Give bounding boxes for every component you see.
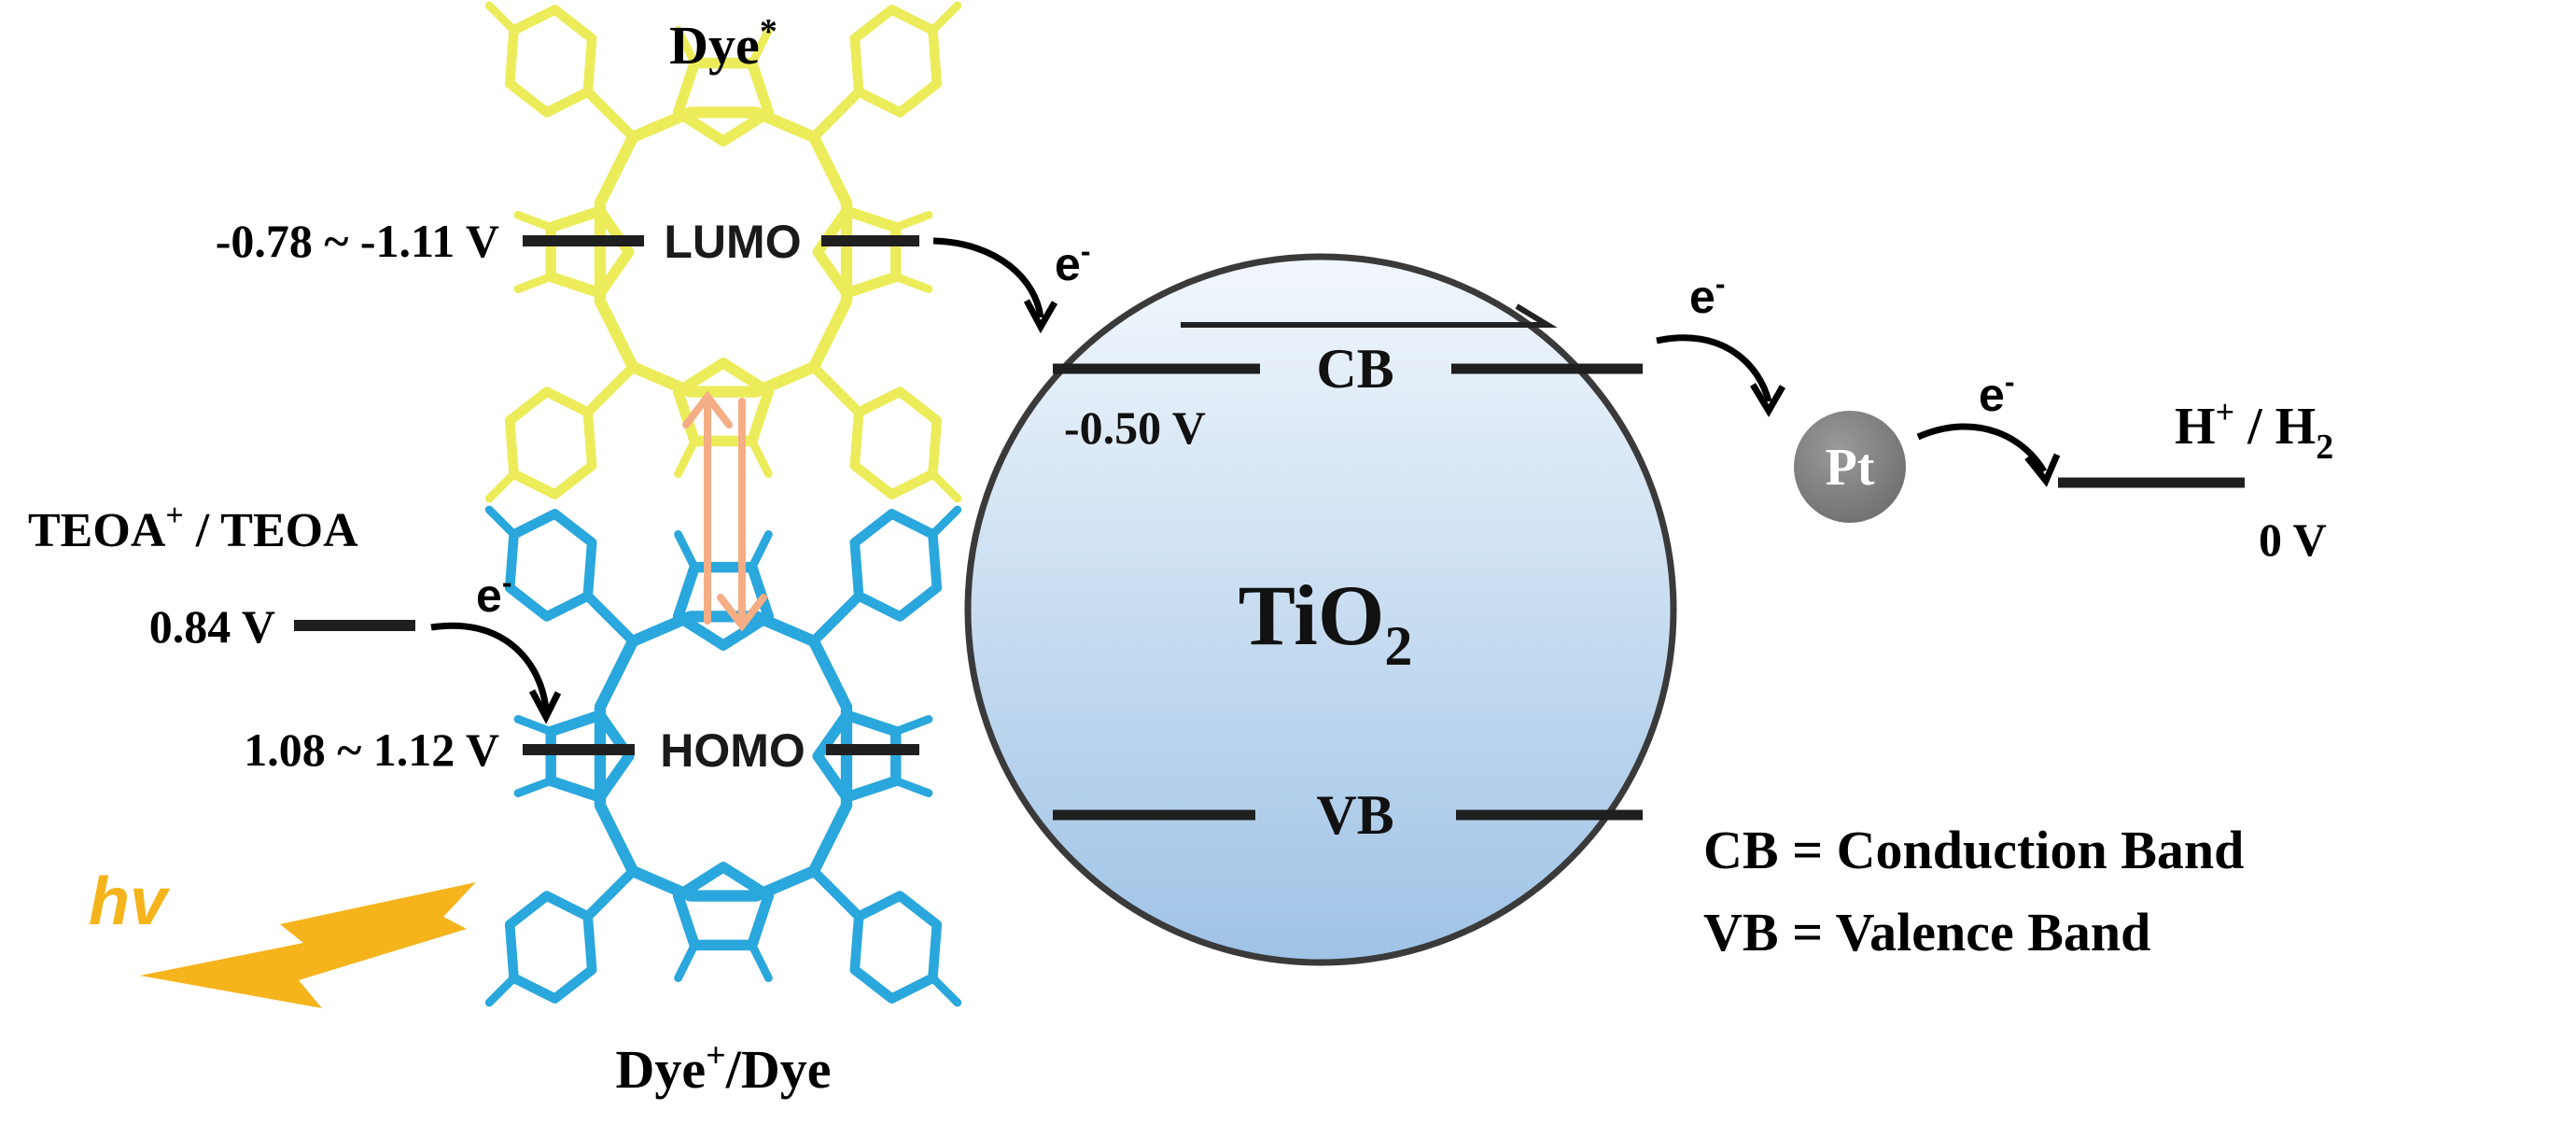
electron-label-tio2: e- [1689,267,1725,323]
teoa-potential: 0.84 V [149,600,275,653]
vb-label: VB [1316,784,1393,846]
electron-arrow-lumo-tio2-head [1023,299,1058,334]
electron-arrow-teoa-homo-head [528,689,562,724]
cb-label: CB [1316,338,1393,400]
hydrogen-label: H+ / H2 [2175,393,2333,467]
dye-excited-label: Dye* [669,12,777,76]
legend-line-1: CB = Conduction Band [1703,820,2244,880]
pt-label: Pt [1826,439,1875,497]
dye-ground-label: Dye+/Dye [615,1036,831,1100]
lumo-label: LUMO [664,216,801,268]
homo-potential: 1.08 ~ 1.12 V [244,724,499,776]
pt-particle [1794,411,1906,523]
excitation-arrows [682,390,767,632]
light-label: hv [89,864,171,939]
tio2-sphere [964,253,1677,966]
cb-potential: -0.50 V [1064,401,1206,454]
electron-label-teoa: e- [476,566,511,622]
electron-label-pt: e- [1979,365,2014,421]
cb-transport-arrow [1181,303,1558,328]
legend-line-2: VB = Valence Band [1703,902,2150,962]
electron-arrow-teoa-homo [430,622,550,710]
electron-arrow-pt-h2-head [2024,453,2061,487]
tio2-label: TiO2 [1239,568,1413,677]
electron-arrow-pt-h2 [1916,423,2048,473]
electron-arrow-lumo-tio2 [932,237,1044,318]
electron-label-lumo: e- [1055,234,1090,290]
homo-label: HOMO [660,724,805,777]
hydrogen-potential: 0 V [2259,513,2327,566]
electron-arrow-tio2-pt [1656,334,1772,402]
lightning-bolt-icon [140,882,476,1008]
lumo-potential: -0.78 ~ -1.11 V [216,215,499,267]
electron-arrow-tio2-pt-head [1750,383,1786,417]
teoa-label: TEOA+ / TEOA [28,499,358,557]
